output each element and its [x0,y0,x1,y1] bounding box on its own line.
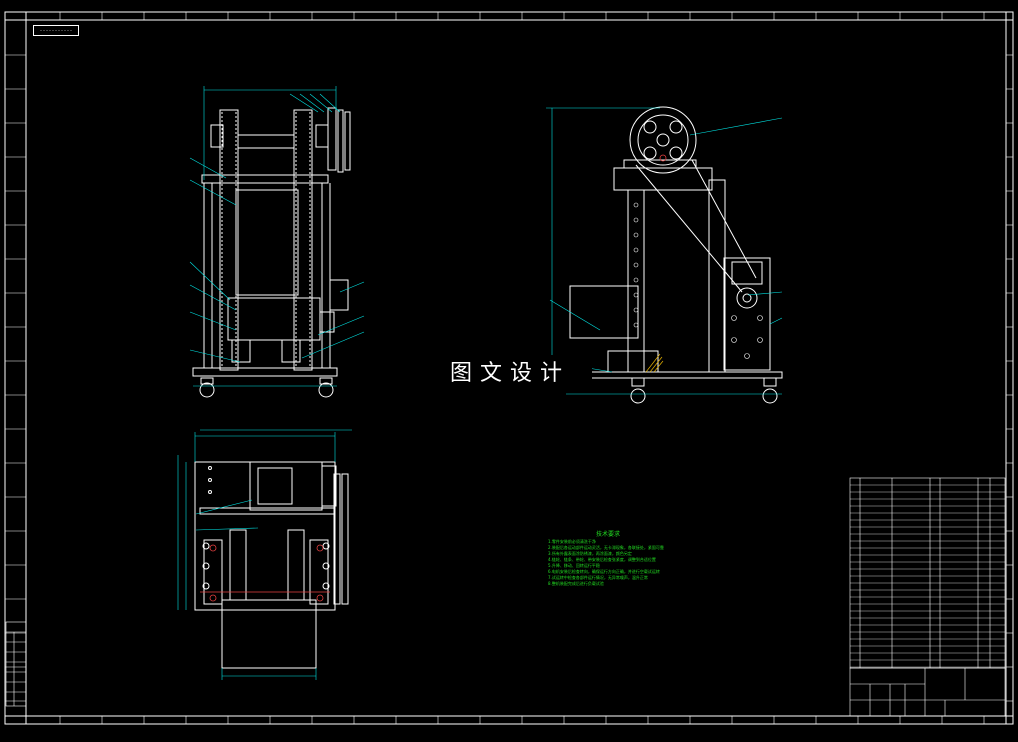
front-view-dimensions [189,86,365,387]
notes-line: 1.零件安装前必须清洗干净 [548,539,596,544]
top-view [194,461,349,669]
bom-table [849,477,1006,669]
front-view [192,107,351,398]
title-stamp: ........... [33,25,79,36]
side-view-column-holes [633,202,763,359]
notes-line: 2.装配后各运动部件运动灵活，无卡滞现象，各联接处，紧固可靠 [548,545,664,550]
title-block [849,667,1006,717]
notes-line: 6.电机安装后检查转向，确保运行方向正确，并进行空载试运转 [548,569,660,574]
notes-line: 5.升降、移动、回转运行平稳 [548,563,600,568]
bom-rows [850,484,1005,668]
notes-line: 7.试运转中检查各部件运行情况，无异常噪声，温升正常 [548,575,648,580]
top-view-dimensions [177,429,352,680]
side-view-hatch [645,353,664,373]
side-view-centerline [659,154,667,162]
top-view-centerlines [200,544,330,602]
watermark-text: 图文设计 [448,355,592,387]
zone-ticks [5,12,1013,724]
notes-title: 技术要求 [595,531,620,538]
notes-line: 4.链轮、链条、带轮、带安装后检查张紧度，调整到合适位置 [548,557,656,562]
left-index-panel [5,621,27,707]
notes-line: 3.所有外露表面涂防锈漆，再涂面漆，颜色另定 [548,551,632,556]
side-view-dimensions [546,107,783,395]
sheet-frame [4,11,1014,725]
notes-line: 8.整机装配完成后进行负载试验 [548,581,604,586]
side-view [565,106,783,404]
